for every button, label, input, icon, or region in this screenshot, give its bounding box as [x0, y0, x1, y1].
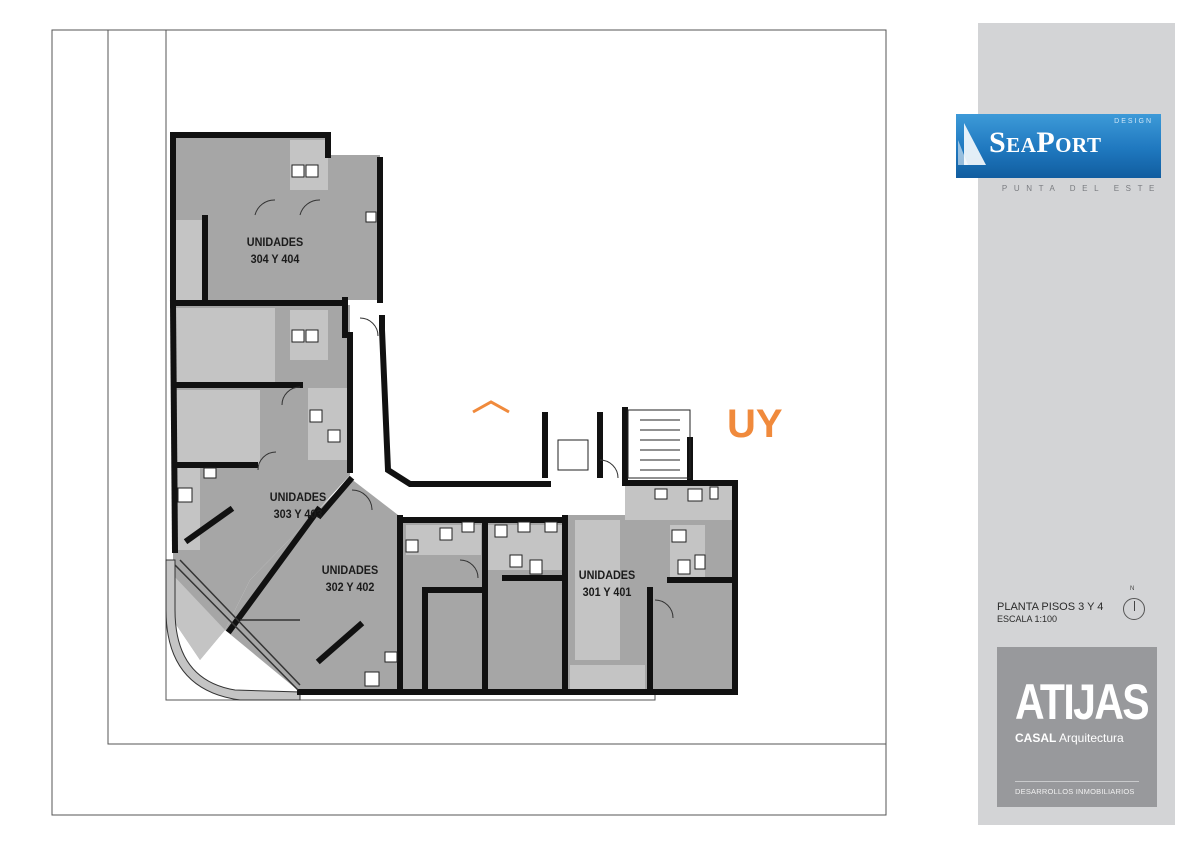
unit-label-line2: 301 Y 401	[582, 585, 632, 599]
architect-divider	[1015, 781, 1139, 782]
architect-casal: CASAL	[1015, 731, 1057, 745]
unit-label-line1: UNIDADES	[246, 235, 304, 249]
architect-tagline: DESARROLLOS INMOBILIARIOS	[1015, 787, 1135, 796]
unit-label-304: UNIDADES 304 Y 404	[235, 234, 316, 268]
watermark-text: UY	[727, 402, 783, 446]
unit-label-303: UNIDADES 303 Y 403	[258, 489, 339, 523]
unit-label-302: UNIDADES 302 Y 402	[310, 562, 391, 596]
architect-name: ATIJAS	[1015, 674, 1150, 730]
brand-design-tag: DESIGN	[1114, 118, 1153, 125]
balcony-curve	[165, 559, 301, 701]
door-swings	[254, 199, 674, 619]
unit-label-line2: 303 Y 403	[273, 507, 323, 521]
unit-label-line2: 302 Y 402	[325, 580, 375, 594]
sail-icon	[964, 123, 986, 165]
unit-304-fill	[173, 135, 380, 310]
unit-label-301: UNIDADES 301 Y 401	[567, 567, 648, 601]
unit-label-line2: 304 Y 404	[250, 252, 300, 266]
brand-location: PUNTA DEL ESTE	[1001, 184, 1161, 193]
fixtures	[177, 164, 719, 687]
architect-logo: ATIJAS CASAL Arquitectura DESARROLLOS IN…	[997, 647, 1157, 807]
unit-label-line1: UNIDADES	[578, 568, 636, 582]
sail-icon-secondary	[958, 140, 968, 165]
staircase	[557, 409, 691, 479]
north-label: N	[1130, 586, 1135, 592]
brand-name: SeaPort	[989, 126, 1102, 159]
watermark-roof-icon	[472, 400, 510, 414]
architect-arquitectura: Arquitectura	[1059, 731, 1124, 745]
north-arrow-icon	[1123, 598, 1145, 620]
corridor	[350, 336, 600, 515]
watermark: UY	[467, 400, 797, 450]
plan-title: PLANTA PISOS 3 Y 4	[997, 601, 1104, 613]
seaport-logo: SeaPort DESIGN	[956, 114, 1161, 178]
unit-label-line1: UNIDADES	[269, 490, 327, 504]
diagonal-balcony-walls	[174, 559, 301, 691]
unit-label-line1: UNIDADES	[321, 563, 379, 577]
plan-scale: ESCALA 1:100	[997, 614, 1058, 624]
